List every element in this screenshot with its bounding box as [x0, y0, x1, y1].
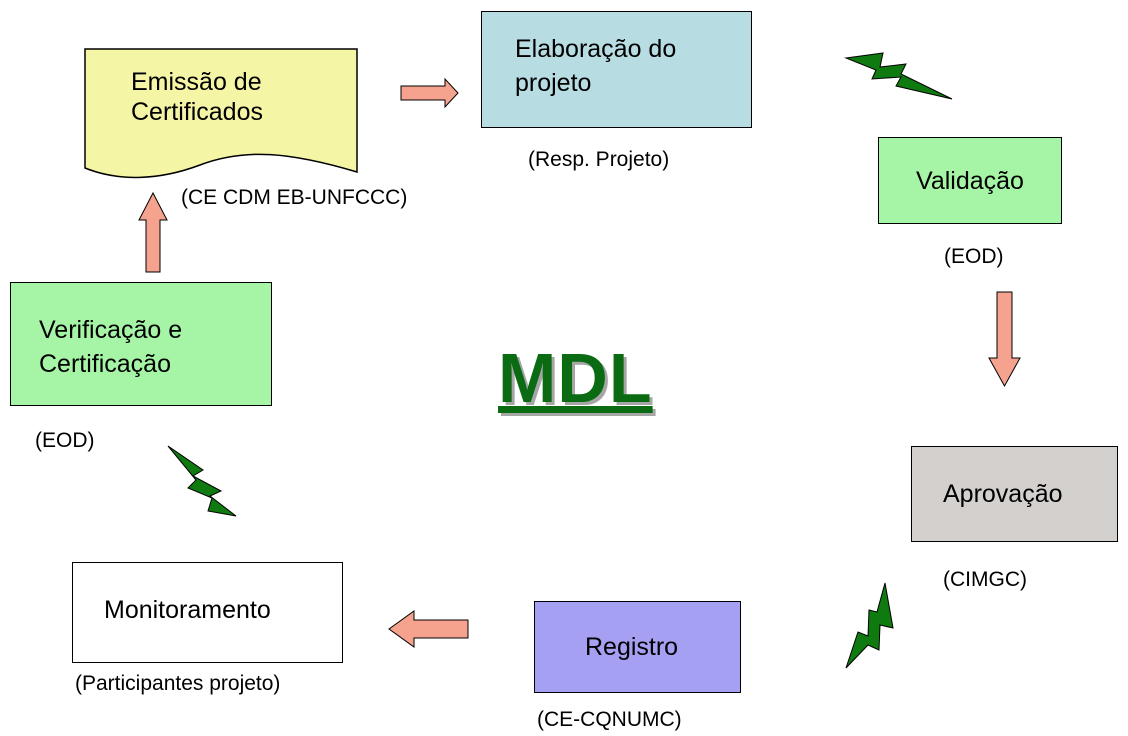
elaboracao-caption: (Resp. Projeto) — [528, 148, 670, 171]
emissao-line1: Emissão de — [131, 68, 262, 96]
lightning-bolt-icon — [167, 445, 237, 517]
elaboracao-line1: Elaboração do — [515, 35, 677, 63]
elaboracao-node: Elaboração do projeto — [481, 11, 752, 128]
block-arrow-down-icon — [988, 291, 1021, 388]
lightning-bolt-icon — [844, 52, 953, 100]
monitoramento-caption: (Participantes projeto) — [75, 672, 281, 695]
elaboracao-line2: projeto — [515, 69, 592, 97]
monitoramento-node: Monitoramento — [72, 562, 343, 663]
aprovacao-caption: (CIMGC) — [943, 568, 1027, 591]
verificacao-caption: (EOD) — [35, 429, 95, 452]
block-arrow-up-icon — [138, 191, 168, 273]
verificacao-line2: Certificação — [39, 350, 171, 378]
emissao-line2: Certificados — [131, 98, 263, 126]
emissao-node-label: Emissão de Certificados — [131, 67, 263, 127]
validacao-label: Validação — [916, 167, 1024, 195]
lightning-bolt-icon — [845, 582, 894, 669]
validacao-node: Validação — [878, 137, 1062, 224]
aprovacao-node: Aprovação — [911, 446, 1118, 542]
registro-label: Registro — [585, 633, 679, 661]
emissao-caption: (CE CDM EB-UNFCCC) — [181, 186, 408, 209]
monitoramento-label: Monitoramento — [104, 596, 271, 624]
verificacao-node: Verificação e Certificação — [10, 282, 272, 406]
block-arrow-right-icon — [400, 77, 459, 109]
registro-node: Registro — [534, 601, 741, 693]
verificacao-line1: Verificação e — [39, 316, 183, 344]
block-arrow-left-icon — [388, 610, 469, 648]
aprovacao-label: Aprovação — [943, 480, 1063, 508]
diagram-title: MDL — [498, 339, 653, 417]
validacao-caption: (EOD) — [944, 245, 1004, 268]
registro-caption: (CE-CQNUMC) — [537, 708, 682, 731]
